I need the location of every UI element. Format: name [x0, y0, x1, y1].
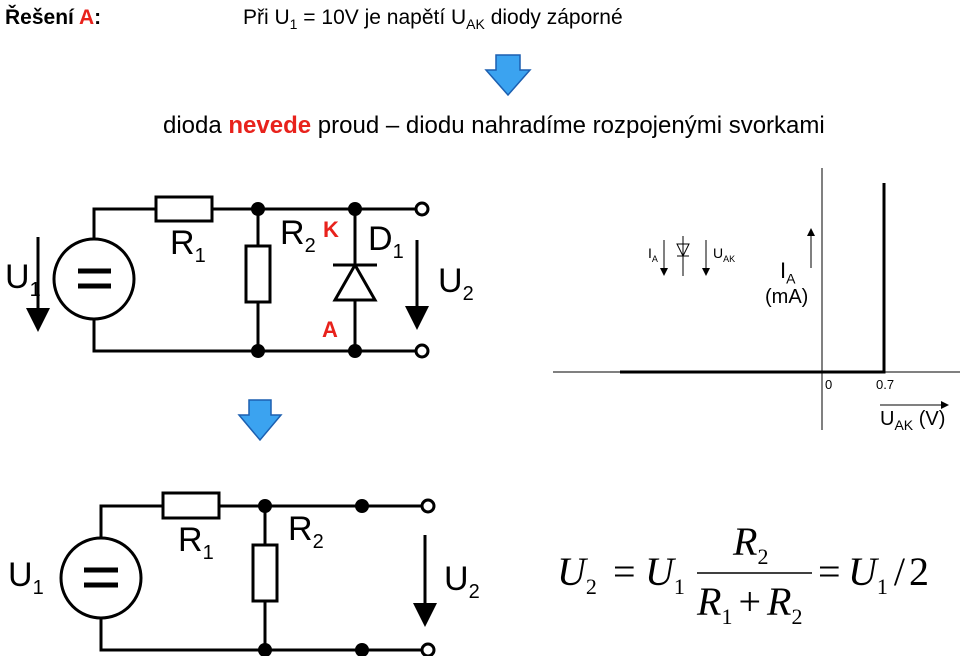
equation-lhs: U2: [557, 548, 597, 600]
label-ia-small: IA: [648, 245, 658, 264]
tick-0: 0: [825, 377, 833, 392]
condition-part: diody záporné: [484, 6, 623, 29]
equation-numerator: R2: [733, 518, 768, 570]
voltage-source-icon: [52, 237, 136, 321]
label-letter: R: [280, 214, 305, 252]
label-sub: 2: [304, 234, 316, 257]
diode-characteristic: [553, 168, 960, 430]
label-r2: R2: [280, 214, 316, 258]
circuit-2-nodes: [258, 499, 369, 656]
label-sub: 2: [312, 530, 324, 553]
voltage-source-icon: [59, 536, 143, 620]
conclusion-text: dioda nevede proud – diodu nahradíme roz…: [163, 112, 825, 140]
label-letter: R: [288, 510, 313, 548]
equation-denominator: R1+R2: [697, 578, 802, 630]
eq-sub: 1: [673, 574, 685, 599]
label-ia: IA: [780, 258, 795, 286]
solution-title: Řešení A:: [5, 6, 101, 30]
label-letter: U: [438, 262, 463, 300]
label-letter: R: [178, 521, 203, 559]
conclusion-part: proud – diodu nahradíme rozpojenými svor…: [311, 112, 825, 139]
label-letter: I: [780, 258, 787, 283]
diode-icon: [332, 261, 378, 302]
title-variant: A: [78, 6, 95, 29]
equation-eq2: =: [818, 549, 841, 594]
condition-part: Při U: [243, 6, 290, 29]
label-d1: D1: [368, 220, 404, 264]
label-unit: (V): [913, 408, 946, 430]
conclusion-highlight: nevede: [228, 112, 312, 139]
label-sub: 1: [202, 541, 214, 564]
label-letter: U: [444, 560, 469, 598]
resistor-r1-icon: [154, 195, 214, 223]
label-letter: D: [368, 220, 393, 258]
down-arrow-icon: [237, 399, 283, 442]
eq-sub: 2: [585, 574, 597, 599]
eq-sub: 2: [757, 544, 769, 569]
label-sub: 2: [468, 580, 480, 603]
label-sub: A: [786, 270, 796, 287]
label-sub: 2: [462, 282, 474, 305]
eq-sub: 1: [876, 574, 888, 599]
label-letter: U: [8, 556, 33, 594]
resistor-r2-icon: [244, 244, 272, 304]
down-arrow-icon: [484, 54, 532, 97]
circuit-2: [59, 491, 437, 652]
condition-text: Při U1 = 10V je napětí UAK diody záporné: [243, 6, 623, 32]
label-uak: UAK (V): [880, 408, 945, 433]
label-letter: U: [713, 245, 724, 261]
eq-var: U: [645, 549, 674, 594]
condition-part: = 10V je napětí U: [297, 6, 467, 29]
label-sub: 1: [32, 576, 44, 599]
label-ia-unit: (mA): [765, 286, 809, 308]
label-sub: 1: [392, 240, 404, 263]
condition-sub: AK: [466, 16, 485, 33]
eq-var: U: [557, 549, 586, 594]
condition-sub: 1: [289, 16, 298, 33]
resistor-r2-icon: [251, 543, 279, 603]
circuit-1: [26, 195, 429, 353]
equation-eq1: =: [613, 549, 636, 594]
eq-op: /: [893, 549, 906, 594]
eq-var: R: [767, 579, 792, 624]
equation-rhs: U1/2: [848, 548, 929, 600]
label-r1: R1: [170, 224, 206, 268]
label-u1: U1: [5, 258, 41, 302]
conclusion-part: dioda: [163, 112, 229, 139]
eq-op: +: [738, 579, 761, 624]
label-r1: R1: [178, 521, 214, 565]
eq-var: R: [697, 579, 722, 624]
label-u2: U2: [444, 560, 480, 604]
label-sub: A: [651, 253, 658, 264]
resistor-r1-icon: [161, 491, 221, 520]
label-sub: 1: [194, 244, 206, 267]
equation-u1: U1: [645, 548, 685, 600]
circuit-1-terminals: [414, 201, 430, 359]
eq-sub: 2: [791, 604, 803, 629]
label-sub: AK: [894, 417, 914, 433]
label-sub: 1: [29, 278, 41, 301]
tick-0-7: 0.7: [876, 377, 895, 392]
label-u2: U2: [438, 262, 474, 306]
label-cathode: K: [323, 217, 339, 242]
eq-sub: 1: [721, 604, 733, 629]
label-r2: R2: [288, 510, 324, 554]
label-anode: A: [322, 317, 338, 342]
title-text: Řešení: [5, 6, 74, 29]
label-letter: R: [170, 224, 195, 262]
eq-var: R: [733, 519, 758, 564]
eq-num: 2: [909, 549, 930, 594]
circuit-2-terminals: [420, 498, 436, 656]
label-letter: I: [648, 245, 652, 261]
label-sub: AK: [723, 253, 736, 264]
label-letter: U: [880, 408, 895, 430]
label-uak-small: UAK: [713, 245, 735, 264]
label-u1: U1: [8, 556, 44, 600]
eq-var: U: [848, 549, 877, 594]
title-colon: :: [94, 6, 102, 29]
label-letter: U: [5, 258, 30, 296]
circuit-1-nodes: [251, 202, 362, 358]
